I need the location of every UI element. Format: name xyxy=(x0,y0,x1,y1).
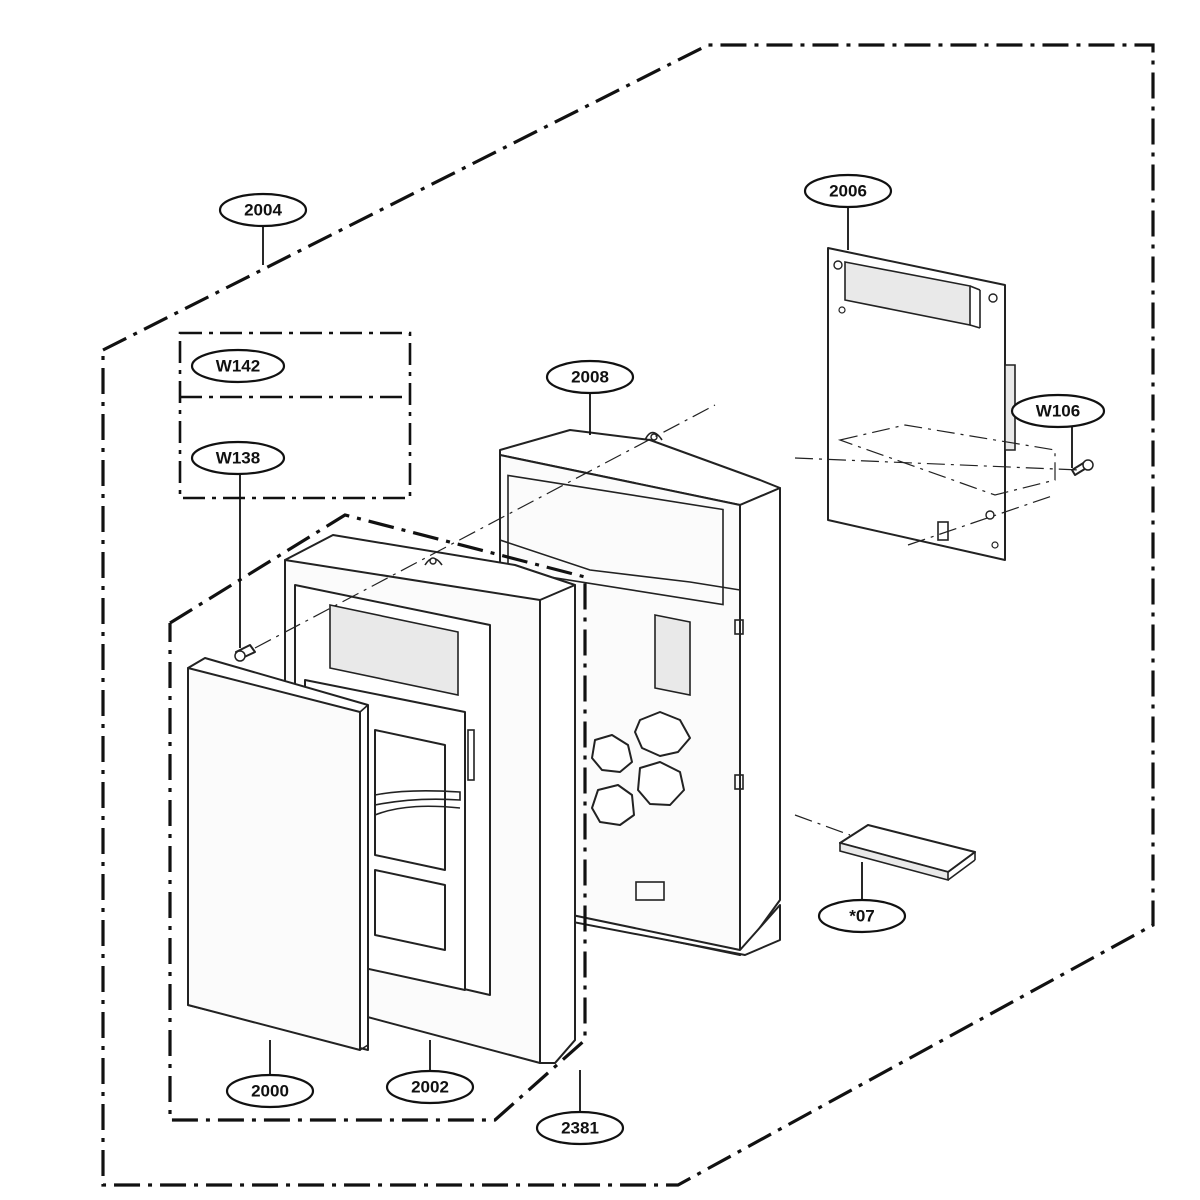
callout-2002: 2002 xyxy=(385,1069,475,1105)
svg-text:2006: 2006 xyxy=(829,182,867,201)
callout-2381: 2381 xyxy=(535,1110,625,1146)
connector-07 xyxy=(839,824,976,882)
callout-w138: W138 xyxy=(190,440,286,476)
svg-text:2381: 2381 xyxy=(561,1119,599,1138)
svg-text:2002: 2002 xyxy=(411,1078,449,1097)
svg-text:W138: W138 xyxy=(216,449,260,468)
svg-text:*07: *07 xyxy=(849,907,875,926)
svg-text:W106: W106 xyxy=(1036,402,1080,421)
callout-2008: 2008 xyxy=(545,359,635,395)
svg-text:2008: 2008 xyxy=(571,368,609,387)
cover-2000 xyxy=(187,657,369,1051)
svg-text:2004: 2004 xyxy=(244,201,282,220)
assembly-2004-boundary xyxy=(101,43,1155,1187)
callout-2004: 2004 xyxy=(218,192,308,228)
leader-lines xyxy=(239,206,1073,1112)
screw-w106 xyxy=(1071,459,1094,476)
callout-2006: 2006 xyxy=(803,173,893,209)
callout-w142: W142 xyxy=(190,348,286,384)
callout-w106: W106 xyxy=(1010,393,1106,429)
screw-kit-box xyxy=(178,331,412,500)
svg-text:W142: W142 xyxy=(216,357,260,376)
callout-07: *07 xyxy=(817,898,907,934)
svg-text:2000: 2000 xyxy=(251,1082,289,1101)
pcb-assembly-2006 xyxy=(827,247,1056,561)
callout-2000: 2000 xyxy=(225,1073,315,1109)
control-panel-2381-boundary xyxy=(168,513,587,1122)
alignment-lines xyxy=(254,404,1081,836)
screw-w138 xyxy=(234,644,256,662)
